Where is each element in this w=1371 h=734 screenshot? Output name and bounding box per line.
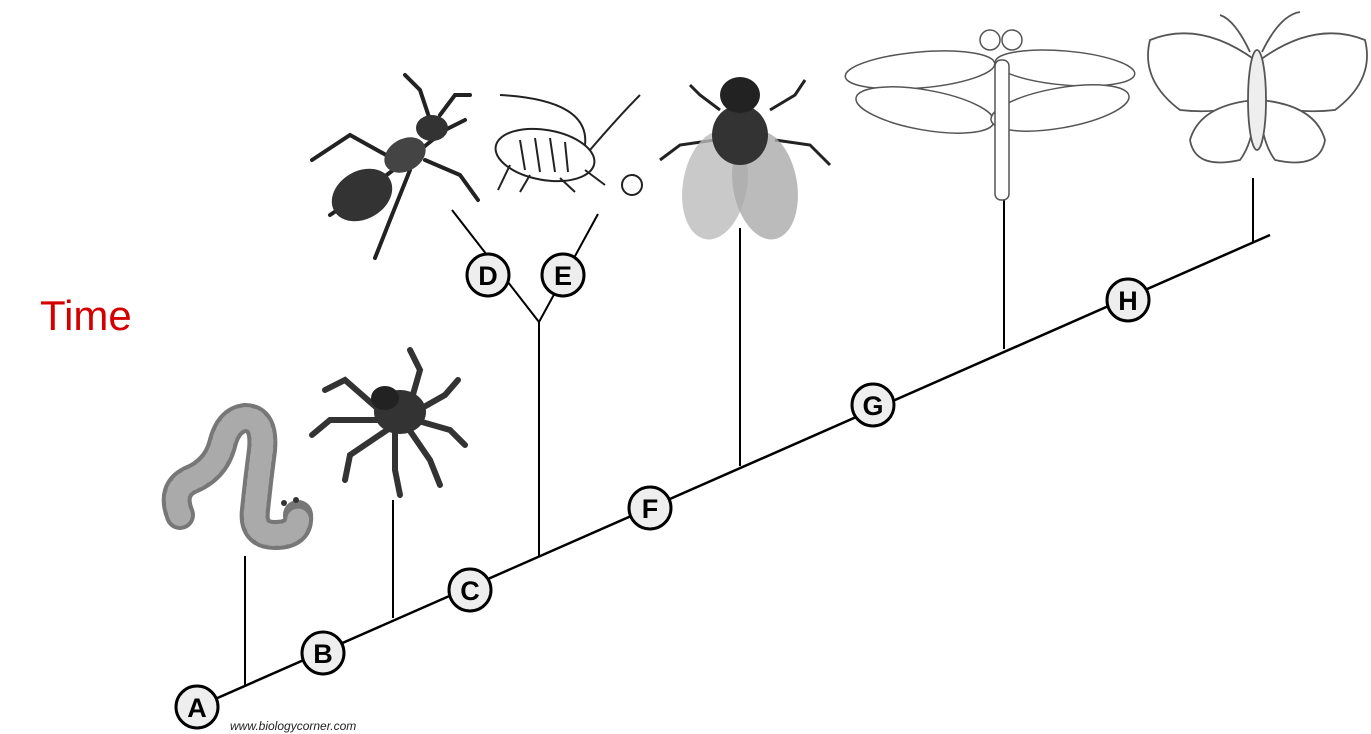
node-e: E	[542, 254, 584, 296]
spider-illustration	[312, 350, 465, 495]
aphid-illustration	[491, 95, 642, 195]
node-d: D	[467, 254, 509, 296]
dragonfly-illustration	[844, 30, 1136, 200]
node-f: F	[629, 487, 671, 529]
butterfly-illustration	[1148, 12, 1367, 163]
node-label-c: C	[460, 576, 480, 606]
node-g: G	[852, 384, 894, 426]
node-label-e: E	[554, 261, 572, 291]
ant-illustration	[312, 75, 478, 258]
node-c: C	[449, 569, 491, 611]
housefly-illustration	[660, 77, 830, 245]
node-label-h: H	[1118, 286, 1138, 316]
node-label-d: D	[478, 261, 498, 291]
node-a: A	[176, 686, 218, 728]
node-label-a: A	[187, 693, 207, 723]
node-b: B	[302, 632, 344, 674]
node-label-f: F	[642, 494, 659, 524]
node-label-b: B	[313, 639, 333, 669]
node-label-g: G	[862, 391, 883, 421]
source-credit: www.biologycorner.com	[230, 719, 356, 733]
node-h: H	[1107, 279, 1149, 321]
caterpillar-illustration	[177, 418, 299, 535]
